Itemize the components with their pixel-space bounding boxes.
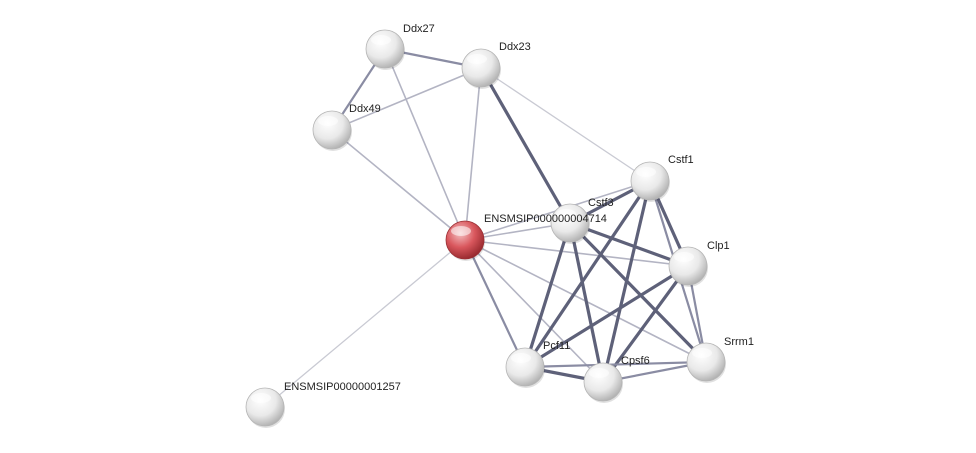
edge-layer bbox=[264, 47, 708, 408]
node-label-query: ENSMSIP000000004714 bbox=[484, 213, 607, 225]
node-label-ddx27: Ddx27 bbox=[403, 23, 435, 35]
edge-query-pcf11 bbox=[463, 238, 527, 369]
edge-cstf1-pcf11 bbox=[523, 179, 652, 369]
edge-cstf1-cpsf6 bbox=[601, 179, 652, 384]
edge-cstf3-clp1 bbox=[568, 221, 690, 268]
node-ddx23[interactable] bbox=[461, 48, 501, 89]
node-highlight bbox=[467, 54, 487, 64]
node-highlight bbox=[511, 353, 531, 363]
node-label-ddx49: Ddx49 bbox=[349, 103, 381, 115]
node-pcf11[interactable] bbox=[505, 347, 545, 388]
node-label-cpsf6: Cpsf6 bbox=[621, 355, 650, 367]
node-cstf1[interactable] bbox=[630, 161, 670, 202]
node-label-pcf11: Pcf11 bbox=[543, 340, 570, 352]
node-query[interactable] bbox=[445, 220, 485, 261]
edge-ddx23-ddx49 bbox=[331, 67, 482, 131]
node-highlight bbox=[371, 35, 391, 45]
node-highlight bbox=[674, 252, 694, 262]
node-label-clp1: Clp1 bbox=[707, 240, 730, 252]
edge-clp1-pcf11 bbox=[523, 264, 690, 369]
node-highlight bbox=[589, 368, 609, 378]
edge-ddx23-cstf1 bbox=[480, 67, 651, 182]
edge-cstf3-cpsf6 bbox=[568, 221, 605, 384]
edge-query-ensmsip00000001257 bbox=[264, 239, 466, 408]
edge-pcf11-srrm1 bbox=[523, 360, 708, 369]
node-highlight bbox=[636, 167, 656, 177]
node-label-ensmsip00000001257: ENSMSIP00000001257 bbox=[284, 381, 401, 393]
edge-query-cpsf6 bbox=[464, 239, 604, 383]
edge-cstf3-pcf11 bbox=[523, 221, 572, 369]
node-label-cstf1: Cstf1 bbox=[668, 154, 694, 166]
edge-cstf3-srrm1 bbox=[568, 221, 708, 364]
edge-ddx23-query bbox=[464, 67, 482, 241]
node-label-cstf3: Cstf3 bbox=[588, 197, 614, 209]
node-clp1[interactable] bbox=[668, 246, 708, 287]
edge-ddx27-query bbox=[384, 48, 466, 241]
edge-ddx23-cstf3 bbox=[479, 66, 572, 225]
node-ddx27[interactable] bbox=[365, 29, 405, 70]
node-label-ddx23: Ddx23 bbox=[499, 41, 531, 53]
node-label-srrm1: Srrm1 bbox=[724, 336, 754, 348]
edge-clp1-cpsf6 bbox=[601, 264, 690, 384]
node-highlight bbox=[251, 393, 271, 403]
edge-ddx49-query bbox=[331, 129, 466, 241]
node-ensmsip00000001257[interactable] bbox=[245, 387, 285, 428]
node-highlight bbox=[451, 226, 471, 236]
node-highlight bbox=[318, 116, 338, 126]
node-cpsf6[interactable] bbox=[583, 362, 623, 403]
node-cstf3[interactable] bbox=[550, 203, 590, 244]
node-highlight bbox=[556, 209, 576, 219]
node-srrm1[interactable] bbox=[686, 342, 726, 383]
node-highlight bbox=[692, 348, 712, 358]
node-ddx49[interactable] bbox=[312, 110, 352, 151]
